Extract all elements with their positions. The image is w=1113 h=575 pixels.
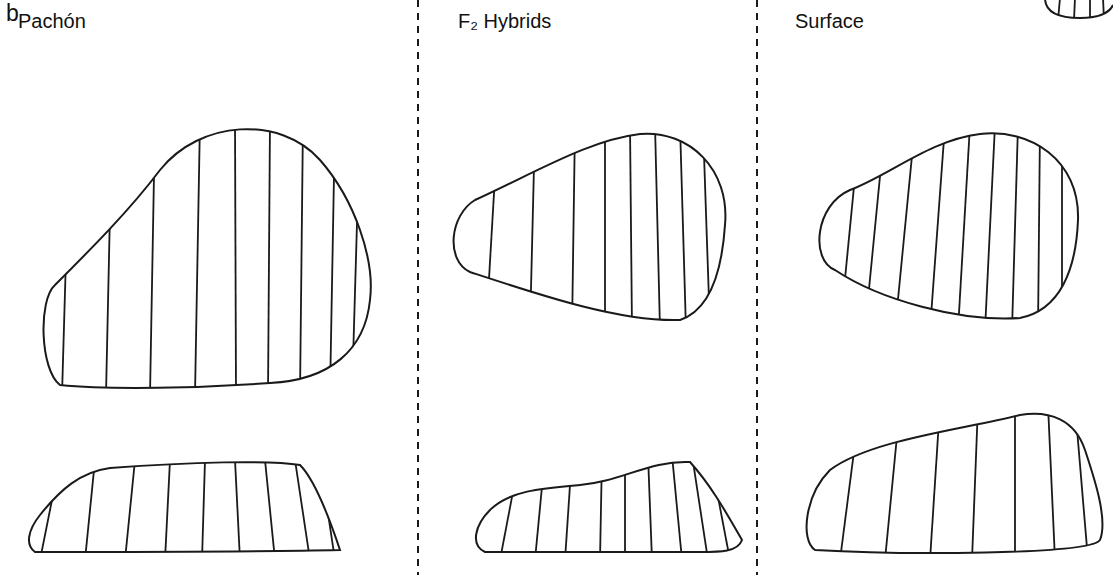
column-heading: Pachón xyxy=(18,10,86,33)
column-heading: F₂ Hybrids xyxy=(458,10,551,33)
panel-letter: b xyxy=(6,0,19,26)
column-heading: Surface xyxy=(795,10,864,33)
column-divider xyxy=(418,0,757,575)
